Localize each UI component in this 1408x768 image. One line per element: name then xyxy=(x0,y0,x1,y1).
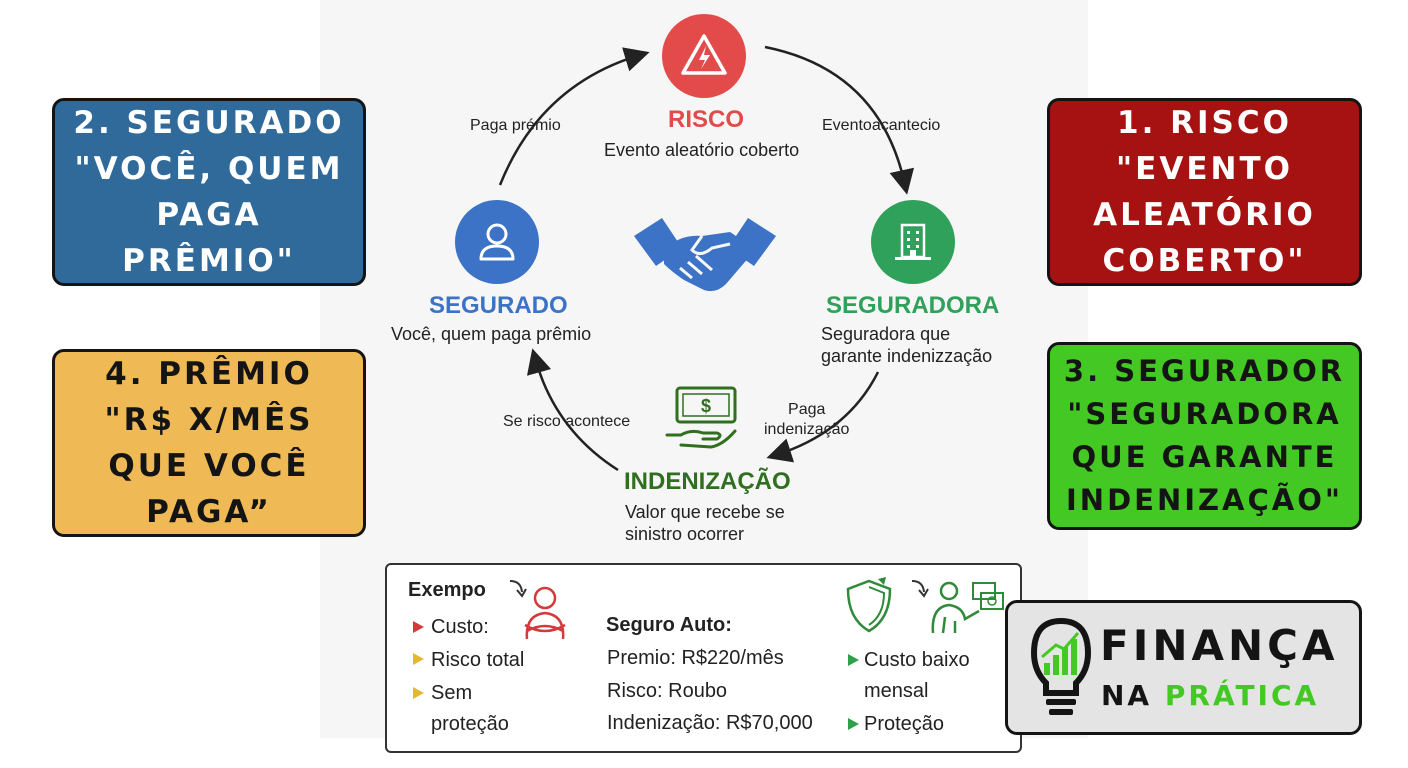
edge-label-se-risco: Se risco acontece xyxy=(503,413,631,430)
edge-label-paga-indenizacao: Paga indenização xyxy=(764,400,849,440)
person-icon xyxy=(479,223,515,261)
building-icon xyxy=(895,223,931,260)
arrow-seguradora-to-indenizacao xyxy=(766,371,880,463)
example-right-item: mensal xyxy=(864,680,929,702)
example-right-item: Custo baixo xyxy=(864,649,970,671)
card-risco-line: ALEATÓRIO xyxy=(1093,197,1316,233)
svg-text:$: $ xyxy=(701,396,711,416)
card-seguradora-line: 3. SEGURADOR xyxy=(1063,354,1346,388)
card-seguradora-line: "SEGURADORA xyxy=(1067,397,1342,431)
card-seguradora-line: QUE GARANTE xyxy=(1071,440,1338,474)
risco-desc: Evento aleatório coberto xyxy=(604,140,800,160)
edge-label-line: Paga xyxy=(788,401,826,418)
edge-label-paga-premio: Paga prémio xyxy=(470,117,561,134)
arrow-segurado-to-risco xyxy=(498,47,650,186)
bullet-green xyxy=(848,718,859,730)
indenizacao-desc-line: Valor que recebe se xyxy=(625,502,785,522)
card-segurado: 2. SEGURADO "VOCÊ, QUEM PAGA PRÊMIO" xyxy=(52,98,366,286)
auto-line: Risco: Roubo xyxy=(607,680,728,702)
card-seguradora-line: INDENIZAÇÃO" xyxy=(1066,483,1343,517)
card-segurado-line: PAGA xyxy=(156,197,262,233)
example-left-item: proteção xyxy=(431,713,509,735)
person-with-money-icon xyxy=(931,581,1004,634)
example-left-item: Risco total xyxy=(431,649,525,671)
example-title: Exempo xyxy=(408,579,486,601)
warning-icon xyxy=(681,34,727,75)
example-left-item: Sem xyxy=(431,682,473,704)
money-hand-icon: $ xyxy=(665,386,737,449)
auto-title: Seguro Auto: xyxy=(606,614,732,636)
seguradora-desc: Seguradora que garante indenizzação xyxy=(821,323,992,367)
arrow-risco-to-seguradora xyxy=(764,45,915,195)
card-segurado-line: PRÊMIO" xyxy=(122,243,296,279)
edge-label-line: indenização xyxy=(764,421,850,438)
card-premio-line: "R$ X/MÊS xyxy=(104,402,314,438)
arrow-indenizacao-to-segurado xyxy=(526,348,619,472)
card-risco-line: "EVENTO xyxy=(1116,151,1293,187)
example-right-item: Proteção xyxy=(864,713,945,735)
bullet-green xyxy=(848,654,859,666)
bullet-yellow xyxy=(413,653,424,665)
logo-word-na-pratica: NA PRÁTICA xyxy=(1101,679,1319,712)
seguradora-title: SEGURADORA xyxy=(826,292,1000,319)
card-segurado-line: "VOCÊ, QUEM xyxy=(74,151,344,187)
risco-title: RISCO xyxy=(668,106,745,133)
indenizacao-desc: Valor que recebe se sinistro ocorrer xyxy=(625,501,785,545)
example-left-item: Custo: xyxy=(431,616,489,638)
seguradora-node-icon xyxy=(871,200,955,284)
logo-word-na: NA xyxy=(1101,679,1165,712)
card-premio: 4. PRÊMIO "R$ X/MÊS QUE VOCÊ PAGA” xyxy=(52,349,366,537)
crossed-arms-person-icon xyxy=(524,586,566,640)
segurado-desc: Você, quem paga prêmio xyxy=(391,324,592,344)
curved-arrow-icon xyxy=(911,580,929,598)
card-premio-line: QUE VOCÊ xyxy=(108,448,310,484)
seguradora-desc-line: garante indenizzação xyxy=(821,346,993,366)
segurado-node-icon xyxy=(455,200,539,284)
logo-word-financa: FINANÇA xyxy=(1100,621,1339,670)
card-premio-line: 4. PRÊMIO xyxy=(105,356,313,392)
logo-box: FINANÇA NA PRÁTICA xyxy=(1005,600,1362,735)
card-segurado-line: 2. SEGURADO xyxy=(73,105,345,141)
auto-line: Premio: R$220/mês xyxy=(607,647,784,669)
risco-node-icon xyxy=(662,14,746,98)
card-risco-line: 1. RISCO xyxy=(1117,105,1292,141)
card-seguradora: 3. SEGURADOR "SEGURADORA QUE GARANTE IND… xyxy=(1047,342,1362,530)
example-box: Exempo Custo: Risco total Sem proteção S… xyxy=(385,563,1022,753)
auto-line: Indenização: R$70,000 xyxy=(607,712,813,734)
seguradora-desc-line: Seguradora que xyxy=(821,324,951,344)
bullet-red xyxy=(413,621,424,633)
card-risco: 1. RISCO "EVENTO ALEATÓRIO COBERTO" xyxy=(1047,98,1362,286)
handshake-icon xyxy=(634,218,776,292)
indenizacao-title: INDENIZAÇÃO xyxy=(624,468,791,495)
logo-word-pratica: PRÁTICA xyxy=(1164,679,1320,712)
indenizacao-desc-line: sinistro ocorrer xyxy=(625,524,745,544)
bullet-yellow xyxy=(413,687,424,699)
segurado-title: SEGURADO xyxy=(429,292,568,319)
lightbulb-chart-icon xyxy=(1030,617,1092,715)
card-premio-line: PAGA” xyxy=(146,494,272,530)
edge-label-evento: Eventoacantecio xyxy=(822,117,941,134)
card-risco-line: COBERTO" xyxy=(1102,243,1307,279)
shield-icon xyxy=(846,577,892,633)
curved-arrow-icon xyxy=(509,580,527,598)
